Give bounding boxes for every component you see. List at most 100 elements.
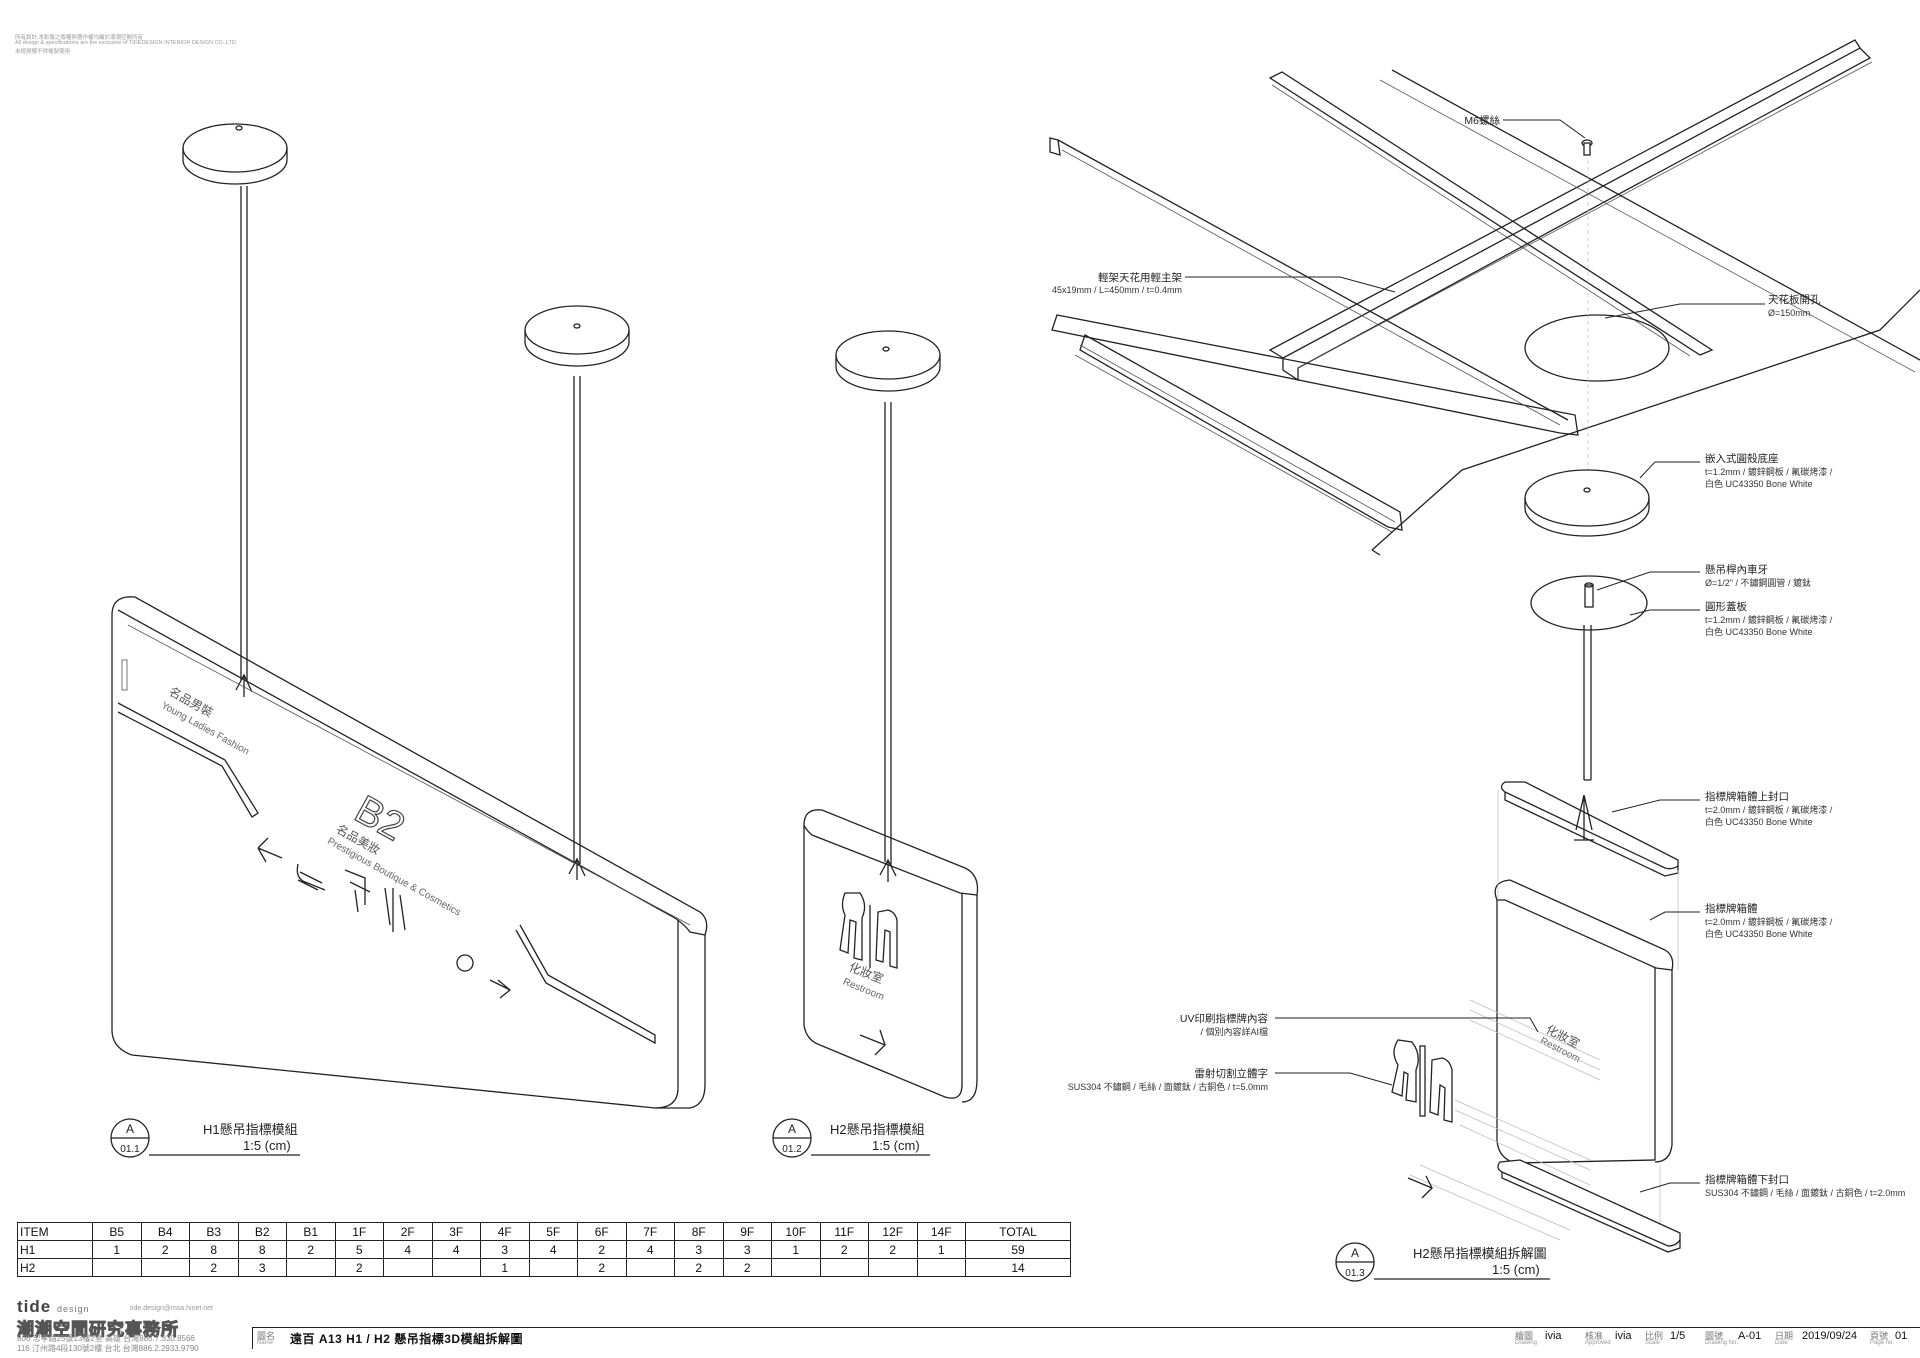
ceiling-hole [1524,314,1670,382]
table-cell: 4 [625,1240,675,1259]
top-cap [1500,781,1679,877]
tb-date-label: 日期 [1775,1331,1794,1341]
label-laser-cut-spec: SUS304 不鏽鋼 / 毛絲 / 面鍍鈦 / 古銅色 / t=5.0mm [1068,1081,1268,1092]
firm-address-2: 116 汀州路4段130號2樓 台北 台灣886.2.2933.9790 [17,1344,199,1353]
tb-name-label: 圖名 [257,1331,276,1341]
tb-page-sub: Page no. [1870,1340,1895,1346]
table-cell: H1 [17,1240,93,1259]
label-bottom-cap: 指標牌箱體下封口 [1705,1173,1789,1186]
table-header-cell: 2F [383,1222,433,1241]
table-cell: 2 [868,1240,918,1259]
label-top-cap-spec1: t=2.0mm / 鍍鋅鋼板 / 氟碳烤漆 / [1705,804,1833,815]
table-header-cell: 1F [334,1222,384,1241]
table-cell: 3 [237,1258,287,1277]
table-header-cell: 14F [916,1222,966,1241]
restroom-icon [384,887,406,932]
label-base-spec2: 白色 UC43350 Bone White [1705,478,1813,489]
table-cell [819,1258,869,1277]
label-base-spec1: t=1.2mm / 鍍鋅鋼板 / 氟碳烤漆 / [1705,466,1833,477]
ceiling-frame [1049,39,1920,556]
table-cell: 3 [674,1240,724,1259]
label-main-frame-spec: 45x19mm / L=450mm / t=0.4mm [1052,285,1182,295]
h1-hanging-rod-right [568,376,586,880]
laser-cut-pictogram-icon [1391,1039,1453,1123]
m6-screw [1581,139,1593,156]
arrow-left-icon [257,837,283,863]
top-note-3: 未經授權不得複製使用 [15,49,71,55]
firm-name: 潮潮空間研究事務所 [17,1320,179,1340]
view-h1-scale: 1:5 (cm) [243,1138,291,1153]
table-header-cell: B5 [92,1222,142,1241]
tb-approved-label: 核准 [1585,1331,1604,1341]
view-h1-ref: 01.1 [120,1144,140,1155]
table-cell [771,1258,821,1277]
table-cell: 2 [140,1240,190,1259]
table-cell: 3 [480,1240,530,1259]
view-h2-scale: 1:5 (cm) [872,1138,920,1153]
h2-sign-assembly: 化妝室 Restroom [803,330,979,1103]
h1-sign-assembly: 名品男裝 Young Ladies Fashion B2 名品美妝 Presti… [111,123,708,1109]
table-header-cell: 9F [722,1222,772,1241]
table-cell: 2 [722,1258,772,1277]
label-disc-spec2: 白色 UC43350 Bone White [1705,626,1813,637]
title-block-rule [252,1327,1920,1328]
table-cell: 4 [383,1240,433,1259]
tb-page: 01 [1895,1330,1908,1342]
view-h1-letter: A [126,1122,134,1136]
table-header-cell: 12F [868,1222,918,1241]
top-note-1: 所有設計,本影像之版權與著作權均屬於潮潮空間所有 [15,35,144,41]
view-exploded-ref: 01.3 [1345,1268,1365,1279]
table-header-cell: TOTAL [965,1222,1071,1241]
view-h2-title: H2懸吊指標模組 [830,1122,925,1137]
table-cell: 2 [577,1240,627,1259]
drawing-title: 遠百 A13 H1 / H2 懸吊指標3D模組拆解圖 [290,1332,524,1346]
label-ceiling-hole: 天花板開孔 [1768,293,1821,306]
title-block-divider [252,1327,253,1349]
table-cell [868,1258,918,1277]
restroom-pictogram-icon [839,892,898,969]
label-uv-print-spec: / 個別內容詳AI檔 [1200,1026,1268,1037]
tb-drawing-no-label: 圖號 [1705,1331,1724,1341]
view-exploded-scale: 1:5 (cm) [1492,1262,1540,1277]
view-h2-ref: 01.2 [782,1144,802,1155]
table-cell [431,1258,481,1277]
table-cell: 1 [771,1240,821,1259]
table-cell: 4 [431,1240,481,1259]
tb-date-sub: Date [1775,1340,1788,1346]
tb-scale: 1/5 [1670,1330,1686,1342]
h1-sign-box: 名品男裝 Young Ladies Fashion B2 名品美妝 Presti… [111,596,708,1109]
firm-address-1: 806 忠孝路25號13樓2室 高雄 台灣886.7.330.8566 [17,1334,195,1343]
leader-lines [1185,119,1765,1193]
tb-date: 2019/09/24 [1802,1330,1858,1342]
h1-hanging-rod-left [235,186,253,697]
table-cell: 2 [286,1240,336,1259]
table-cell: 4 [528,1240,578,1259]
view-exploded-title: H2懸吊指標模組拆解圖 [1413,1246,1547,1261]
table-cell: 2 [334,1258,384,1277]
table-cell: 14 [965,1258,1071,1277]
label-disc-spec1: t=1.2mm / 鍍鋅鋼板 / 氟碳烤漆 / [1705,614,1833,625]
label-body: 指標牌箱體 [1705,902,1758,915]
table-cell: 1 [92,1240,142,1259]
tb-drawing-no-sub: Drawing No. [1705,1340,1739,1346]
table-cell: 1 [480,1258,530,1277]
ghost-lines [1409,790,1679,1241]
table-header-cell: 11F [819,1222,869,1241]
tb-scale-label: 比例 [1645,1331,1664,1341]
view-label-h2: A 01.2 H2懸吊指標模組 1:5 (cm) [772,1118,930,1158]
label-main-frame: 輕架天花用輕主架 [1098,271,1182,284]
toilet-icon [456,954,474,972]
label-body-spec1: t=2.0mm / 鍍鋅鋼板 / 氟碳烤漆 / [1705,916,1833,927]
annotations: M6螺絲 輕架天花用輕主架 45x19mm / L=450mm / t=0.4m… [1052,114,1905,1198]
exploded-assembly: 化妝室 Restroom [1391,469,1681,1253]
table-header-cell: 7F [625,1222,675,1241]
view-h2-letter: A [788,1122,796,1136]
arrow-right-icon [489,979,512,999]
table-cell: 2 [577,1258,627,1277]
sign-box-body: 化妝室 Restroom [1494,879,1674,1164]
tb-name-sub: Name [257,1340,274,1346]
table-cell [286,1258,336,1277]
